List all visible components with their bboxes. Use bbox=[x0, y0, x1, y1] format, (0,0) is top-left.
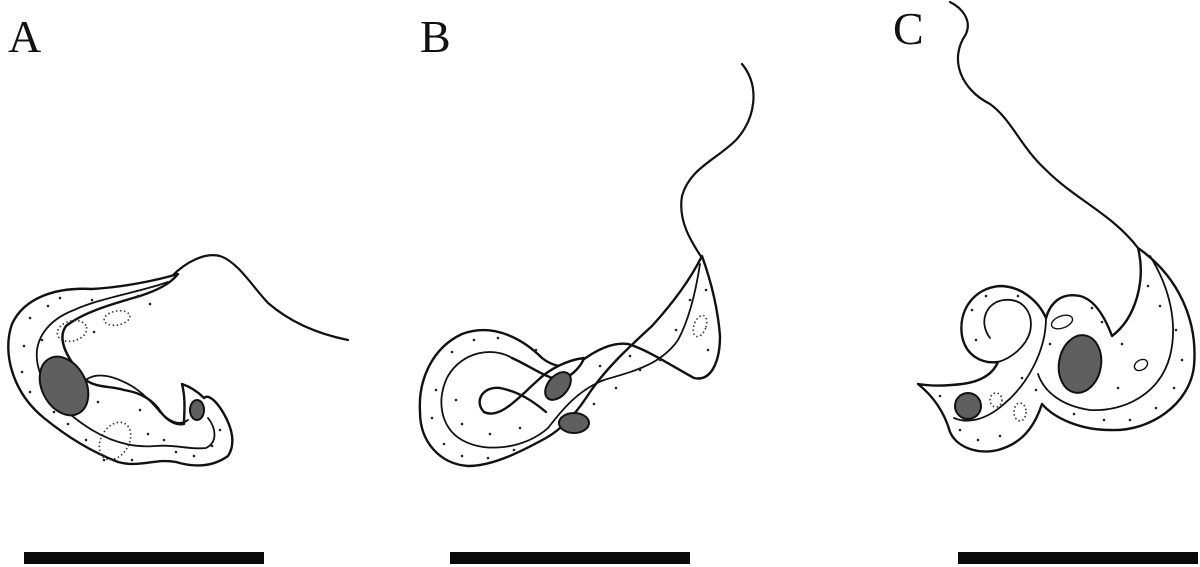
cell-c-kinetoplast bbox=[954, 392, 982, 420]
cell-a-body-outline bbox=[7, 272, 234, 467]
cell-c-vacuole-3 bbox=[989, 392, 1003, 408]
cell-a-flagellum bbox=[170, 254, 350, 342]
scale-bar-a bbox=[24, 552, 264, 564]
cell-c-flagellum bbox=[948, 0, 1140, 250]
cell-b bbox=[418, 62, 755, 468]
cell-c-vacuole-4 bbox=[1013, 402, 1027, 422]
cell-b-granules bbox=[430, 288, 710, 460]
cell-a-granules bbox=[20, 294, 222, 462]
cell-c-inner-fold bbox=[983, 299, 1032, 363]
cell-a-vacuole-2 bbox=[103, 309, 131, 327]
cell-a-membrane bbox=[35, 281, 216, 450]
cell-c bbox=[916, 0, 1196, 453]
cell-b-membrane bbox=[440, 263, 701, 449]
cell-c-membrane bbox=[1037, 255, 1174, 411]
cell-a-vacuole-1 bbox=[56, 319, 88, 343]
cell-b-kinetoplast bbox=[558, 412, 590, 434]
cell-b-vacuole bbox=[692, 314, 708, 338]
cell-c-vacuole-2 bbox=[1133, 358, 1149, 372]
cell-c-granules bbox=[938, 284, 1184, 442]
scale-bar-c bbox=[958, 552, 1198, 564]
cell-a-vacuole-3 bbox=[98, 421, 132, 461]
cell-c-body-outline bbox=[916, 246, 1196, 453]
cell-a-kinetoplast bbox=[189, 399, 205, 421]
cell-c-nucleus bbox=[1057, 334, 1103, 394]
panel-label-b: B bbox=[420, 11, 451, 62]
cell-a-inner-fold bbox=[85, 374, 189, 424]
cell-a-nucleus bbox=[38, 355, 90, 417]
cell-a bbox=[7, 254, 350, 467]
cell-b-flagellum bbox=[680, 62, 755, 260]
panel-label-a: A bbox=[8, 11, 42, 62]
cell-b-nucleus bbox=[544, 371, 572, 401]
cell-c-vacuole-1 bbox=[1050, 314, 1074, 330]
scale-bar-b bbox=[450, 552, 690, 564]
cell-c-inner-fold-2 bbox=[953, 317, 1047, 422]
panel-label-c: C bbox=[893, 3, 924, 54]
